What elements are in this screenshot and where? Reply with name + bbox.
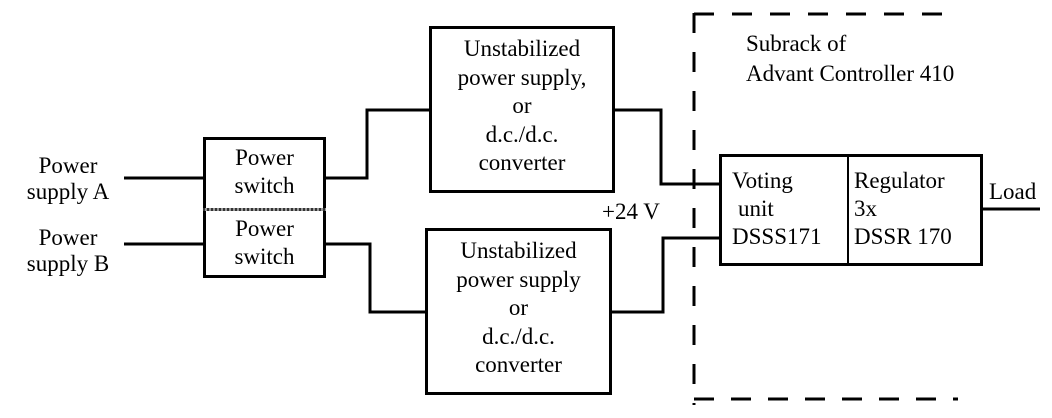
converter-top-line: converter [478,150,566,175]
voting-unit-line: DSSS171 [732,224,822,249]
converter-bottom-line: converter [475,352,562,377]
voting-unit: Voting unit DSSS171 [722,157,849,263]
label-line: Power [38,153,98,178]
label-line: supply B [26,251,110,276]
regulator-line: 3x [854,196,877,221]
converter-bottom: Unstabilized power supply or d.c./d.c. c… [425,228,612,395]
wire-switch-a-to-converter-top [324,108,431,180]
regulator-line: Regulator [854,168,945,193]
converter-top: Unstabilized power supply, or d.c./d.c. … [429,26,615,193]
converter-bottom-line: Unstabilized [460,238,577,263]
regulator: Regulator 3x DSSR 170 [850,157,980,263]
converter-top-line: power supply, [457,64,587,90]
label-power-supply-b: Power supply B [12,225,124,277]
regulator-line: DSSR 170 [854,224,952,249]
voltage-label: +24 V [602,199,660,224]
label-line: supply A [26,179,110,204]
power-switch-b-line: Power [235,216,294,241]
wire-switch-b-to-converter-bottom [324,242,427,314]
converter-top-line: d.c./d.c. [485,121,559,147]
converter-top-line: Unstabilized [463,36,581,61]
subrack-label: Subrack of Advant Controller 410 [746,29,954,89]
power-switch-divider [203,208,326,212]
converter-bottom-line: power supply [456,266,581,292]
load-label: Load [989,179,1037,204]
label-power-supply-a: Power supply A [12,153,124,205]
voting-regulator-block: Voting unit DSSS171 Regulator 3x DSSR 17… [719,154,983,266]
voting-unit-line: Voting [732,168,793,193]
converter-bottom-line: d.c./d.c. [482,323,555,349]
subrack-label-line: Subrack of [746,31,847,56]
voting-unit-line: unit [738,196,774,221]
subrack-label-line: Advant Controller 410 [746,61,955,86]
converter-top-line: or [512,93,532,118]
wire-converter-bottom-to-voting [610,236,721,314]
label-line: Power [38,225,98,250]
converter-bottom-line: or [508,295,529,320]
power-switch-a-line: Power [235,145,294,170]
power-switch-b-line: switch [234,244,295,269]
power-switch-a: Power switch [203,137,326,212]
power-switch-b: Power switch [203,211,326,278]
wire-converter-top-to-voting [613,108,721,186]
power-switch-a-line: switch [234,173,295,198]
